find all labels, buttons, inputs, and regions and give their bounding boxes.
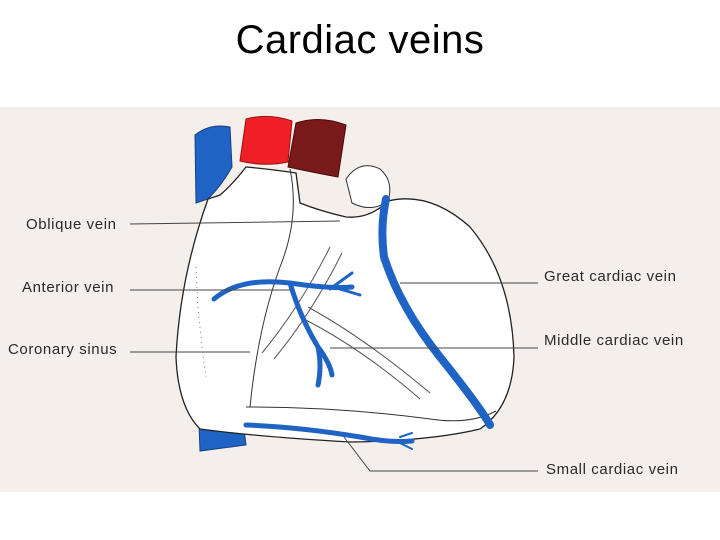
great-cardiac-vein: [378, 195, 494, 429]
label-anterior-vein: Anterior vein: [22, 279, 114, 296]
label-coronary-sinus: Coronary sinus: [8, 341, 117, 358]
anterior-vein-branch: [328, 271, 362, 297]
slide-title: Cardiac veins: [235, 18, 485, 62]
sulcus-line-2: [245, 406, 497, 422]
heart-diagram-svg: Oblique vein Anterior vein Coronary sinu…: [8, 115, 684, 478]
artery-outline-2: [299, 306, 431, 400]
left-atrium: [345, 165, 391, 208]
leader-oblique-vein: [129, 220, 341, 225]
pulmonary-trunk: [287, 119, 347, 178]
superior-vena-cava: [194, 125, 233, 204]
heart-outline: [175, 166, 515, 443]
label-small-cardiac-vein: Small cardiac vein: [546, 461, 679, 478]
anterior-vein: [211, 279, 355, 388]
small-cardiac-vein-tips: [399, 432, 413, 450]
sulcus-line: [249, 168, 294, 408]
label-middle-cardiac-vein: Middle cardiac vein: [544, 332, 684, 349]
heart-diagram: Oblique vein Anterior vein Coronary sinu…: [0, 107, 720, 492]
aorta: [239, 115, 293, 165]
label-great-cardiac-vein: Great cardiac vein: [544, 268, 677, 285]
small-cardiac-vein: [243, 422, 415, 444]
atrium-dots: [195, 266, 207, 378]
label-oblique-vein: Oblique vein: [26, 216, 117, 233]
leader-small-cardiac-vein: [343, 436, 538, 472]
